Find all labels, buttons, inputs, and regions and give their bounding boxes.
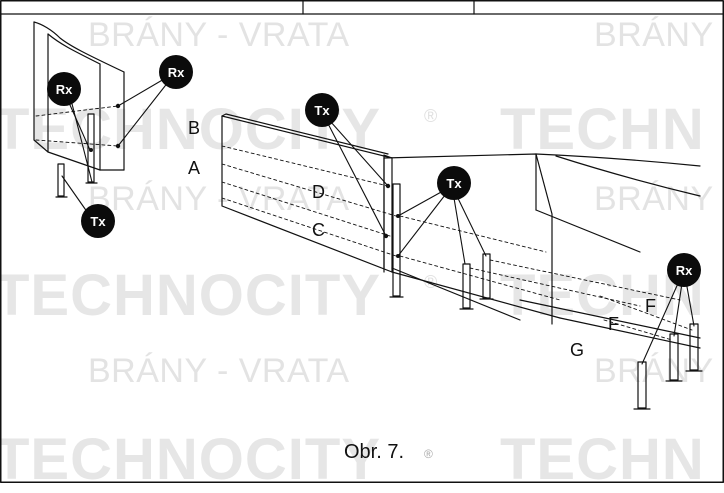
watermark-registered-1: ® (424, 106, 438, 126)
sliding-gate (383, 153, 701, 325)
sensor-dots (89, 103, 400, 258)
label-a: A (188, 158, 201, 178)
outer-border (0, 0, 724, 483)
beam-lines (35, 105, 693, 341)
leader-lines (61, 71, 695, 365)
badge-rx-right: Rx (667, 253, 701, 287)
watermark-technocity-3: TECHNOCITY (0, 263, 381, 328)
badge-tx-center: Tx (305, 93, 339, 127)
label-g: G (570, 340, 585, 360)
watermark-brany-1: BRÁNY - VRATA (88, 16, 350, 54)
label-f-lower: F (608, 314, 619, 334)
badge-rx-left: Rx (47, 72, 81, 106)
caption-registered-mark: ® (424, 447, 433, 461)
watermark-technocity-5: TECHNOCITY (0, 427, 381, 492)
badge-tx-gate: Tx (437, 166, 471, 200)
left-post-tx (55, 163, 68, 198)
label-f-upper: F (645, 296, 656, 316)
figure-caption: Obr. 7. (344, 441, 405, 463)
main-wall (221, 113, 393, 273)
badge-rx-top: Rx (159, 55, 193, 89)
watermark-brany-3: BRÁNY - VRATA (88, 180, 350, 218)
label-c: C (312, 220, 325, 240)
watermark-technocity-2: TECHN (500, 97, 705, 162)
left-post-rx (85, 113, 98, 184)
installation-drawing (0, 0, 724, 483)
badge-tx-left: Tx (81, 204, 115, 238)
label-b: B (188, 118, 201, 138)
watermark-brany-5: BRÁNY - VRATA (88, 352, 350, 390)
watermark-brany-2: BRÁNY - (594, 16, 724, 54)
middle-posts (389, 183, 494, 310)
watermark-technocity-6: TECHN (500, 427, 705, 492)
perimeter-lines (391, 271, 701, 349)
label-d: D (312, 182, 325, 202)
